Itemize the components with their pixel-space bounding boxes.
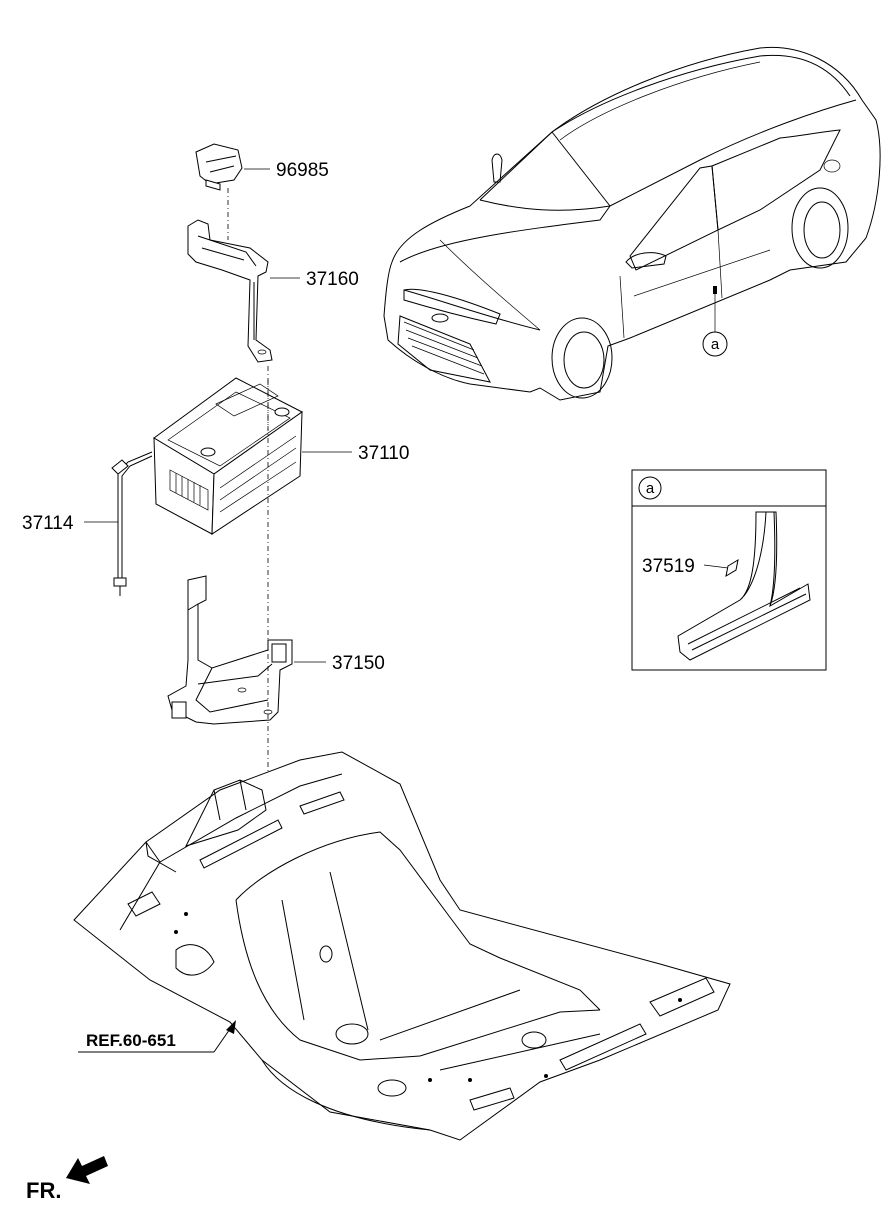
cable-37114: 37114 (22, 451, 153, 596)
part-number-37150: 37150 (332, 653, 385, 674)
clamp-37160: 37160 (187, 219, 359, 363)
tray-37150: 37150 (167, 366, 385, 800)
part-number-37114: 37114 (22, 513, 74, 534)
reference-note: REF.60-651 (78, 1020, 236, 1053)
part-number-96985: 96985 (276, 160, 329, 181)
part-number-37110: 37110 (358, 443, 409, 464)
part-number-37160: 37160 (306, 269, 359, 290)
callout-a-label: a (711, 336, 720, 353)
part-number-37519: 37519 (642, 556, 695, 577)
sensor-96985: 96985 (195, 143, 329, 240)
floor-panel (73, 751, 731, 1141)
detail-inset-a: a 37519 (631, 469, 827, 671)
reference-label: REF.60-651 (86, 1031, 176, 1050)
front-arrow-icon (66, 1156, 108, 1184)
front-indicator: FR. (26, 1156, 108, 1203)
battery-37110: 37110 (153, 377, 409, 535)
vehicle-illustration: a (383, 46, 881, 401)
front-label: FR. (26, 1178, 61, 1203)
inset-callout-label: a (646, 480, 655, 497)
